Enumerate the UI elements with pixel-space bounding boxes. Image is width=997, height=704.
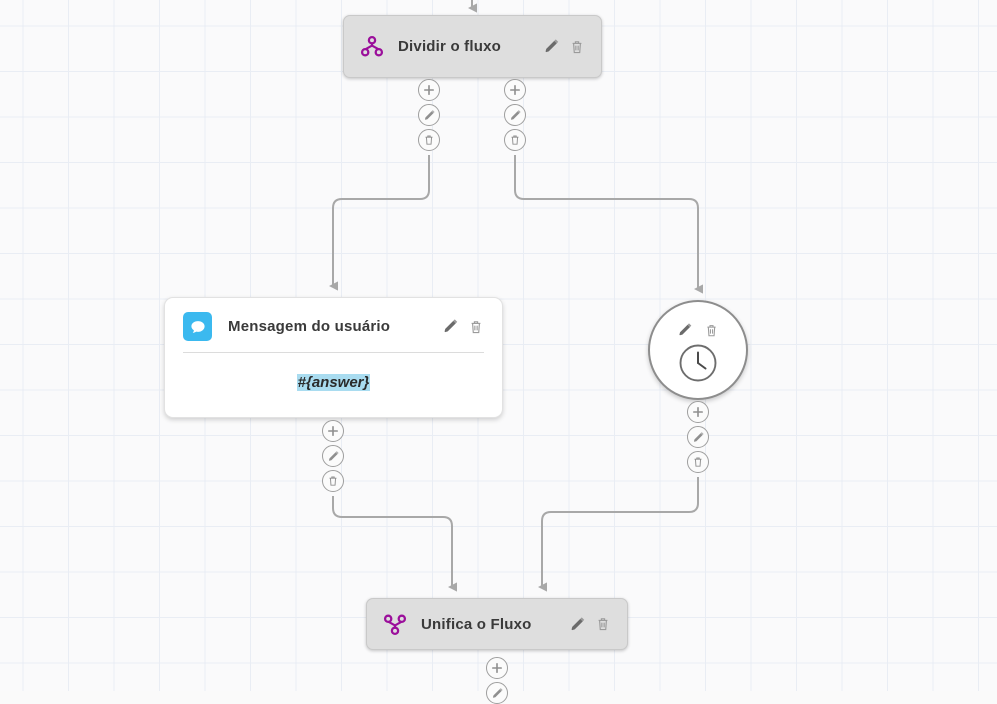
delete-icon[interactable] bbox=[704, 322, 719, 338]
node-title: Mensagem do usuário bbox=[228, 318, 391, 335]
node-divider bbox=[183, 352, 484, 353]
edge-message-to-merge bbox=[332, 496, 457, 592]
delete-handle-icon[interactable] bbox=[687, 451, 709, 473]
add-handle-icon[interactable] bbox=[687, 401, 709, 423]
node-dividir-o-fluxo[interactable]: Dividir o fluxo bbox=[343, 15, 602, 78]
node-mensagem-do-usuario[interactable]: Mensagem do usuário bbox=[164, 297, 503, 418]
node-actions bbox=[569, 616, 611, 633]
node-unifica-o-fluxo[interactable]: Unifica o Fluxo bbox=[366, 598, 628, 650]
message-variable-text: #{answer} bbox=[296, 373, 371, 391]
handle-stack-message[interactable] bbox=[322, 420, 344, 492]
edge-clock-to-merge bbox=[538, 477, 699, 592]
delete-icon[interactable] bbox=[468, 319, 484, 335]
split-flow-icon bbox=[360, 35, 384, 59]
node-actions bbox=[543, 38, 585, 55]
edit-handle-icon[interactable] bbox=[687, 426, 709, 448]
node-body: #{answer} bbox=[165, 353, 502, 417]
edge-split-left-to-message bbox=[329, 155, 430, 291]
delete-handle-icon[interactable] bbox=[322, 470, 344, 492]
merge-flow-icon bbox=[383, 612, 407, 636]
node-header: Mensagem do usuário bbox=[165, 298, 502, 341]
edge-split-right-to-clock bbox=[514, 155, 703, 294]
delete-handle-icon[interactable] bbox=[418, 129, 440, 151]
edit-icon[interactable] bbox=[442, 318, 459, 335]
handle-stack-split-left[interactable] bbox=[418, 79, 440, 151]
node-actions bbox=[677, 322, 719, 338]
edit-handle-icon[interactable] bbox=[322, 445, 344, 467]
node-title: Unifica o Fluxo bbox=[421, 615, 532, 633]
edit-icon[interactable] bbox=[677, 322, 693, 338]
add-handle-icon[interactable] bbox=[486, 657, 508, 679]
chat-bubble-icon bbox=[183, 312, 212, 341]
handle-stack-split-right[interactable] bbox=[504, 79, 526, 151]
handle-stack-clock[interactable] bbox=[687, 401, 709, 473]
node-clock-delay[interactable] bbox=[648, 300, 748, 400]
edit-handle-icon[interactable] bbox=[486, 682, 508, 704]
add-handle-icon[interactable] bbox=[322, 420, 344, 442]
edit-handle-icon[interactable] bbox=[418, 104, 440, 126]
delete-icon[interactable] bbox=[569, 39, 585, 55]
clock-icon bbox=[676, 341, 720, 390]
edit-icon[interactable] bbox=[569, 616, 586, 633]
handle-stack-merge[interactable] bbox=[486, 657, 508, 704]
add-handle-icon[interactable] bbox=[504, 79, 526, 101]
node-title: Dividir o fluxo bbox=[398, 38, 502, 55]
edit-handle-icon[interactable] bbox=[504, 104, 526, 126]
delete-handle-icon[interactable] bbox=[504, 129, 526, 151]
node-actions bbox=[442, 318, 484, 335]
edit-icon[interactable] bbox=[543, 38, 560, 55]
delete-icon[interactable] bbox=[595, 616, 611, 632]
add-handle-icon[interactable] bbox=[418, 79, 440, 101]
